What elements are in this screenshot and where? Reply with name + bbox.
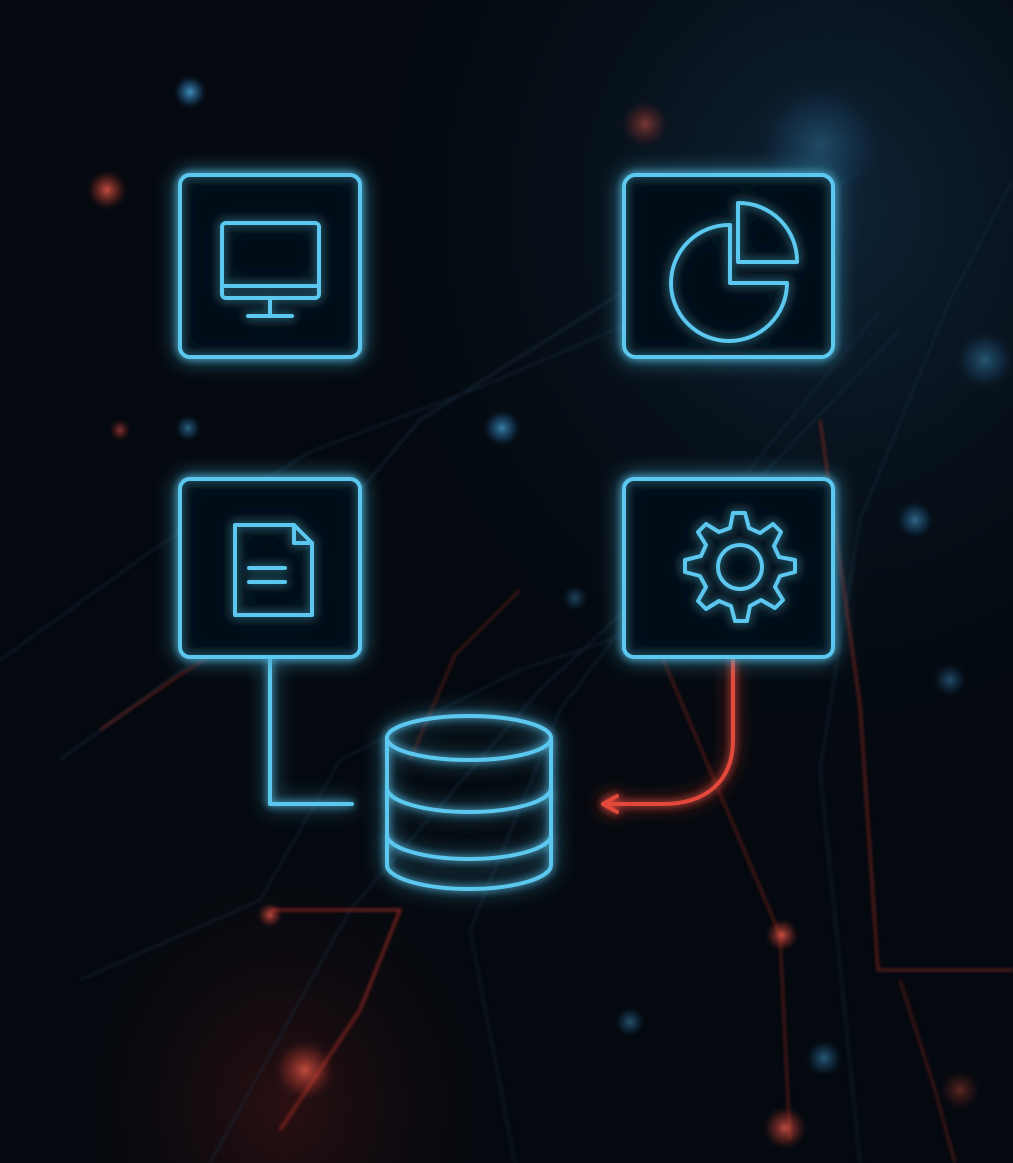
circuit-line-blue-6	[468, 309, 881, 1163]
document-fold	[292, 523, 314, 545]
light-dot-blue	[953, 328, 1013, 392]
bokeh-lights	[85, 74, 1013, 1152]
light-dot-blue	[895, 500, 935, 540]
light-dot-red	[271, 1036, 339, 1104]
light-dot-blue	[174, 414, 202, 442]
document-outline	[233, 523, 314, 617]
circuit-line-blue-4	[209, 329, 901, 1163]
pie-chart-icon	[669, 200, 800, 343]
light-dot-red	[85, 168, 129, 212]
pie-chart-main-slice	[669, 222, 789, 343]
light-dot-red	[938, 1068, 982, 1112]
node-box	[178, 173, 362, 359]
light-dot-blue	[561, 584, 589, 612]
diagram-layer	[178, 173, 835, 891]
database-ring	[385, 833, 553, 861]
pie-chart-highlight-slice	[736, 200, 800, 264]
gear-icon	[683, 511, 797, 623]
gear-center	[716, 543, 764, 591]
circuit-line-blue-5	[818, 179, 1013, 1163]
database-ring	[385, 786, 553, 814]
light-dot-red	[619, 98, 671, 150]
circuit-line-blue-3	[79, 589, 761, 981]
light-dot-blue	[614, 1006, 646, 1038]
node-chart	[622, 173, 835, 359]
edge-settings-to-database	[601, 655, 735, 814]
database-body	[385, 736, 553, 891]
light-dot-red	[764, 917, 800, 953]
gear-outline	[683, 511, 797, 623]
light-dot-red	[256, 901, 284, 929]
connector-arrow-red	[601, 655, 735, 814]
edge-document-to-database	[268, 655, 354, 806]
light-dot-blue	[482, 408, 522, 448]
circuit-line-red-4	[819, 419, 1013, 971]
light-dot-blue	[932, 662, 968, 698]
light-dot-blue	[804, 1038, 844, 1078]
circuit-line-red-6	[899, 979, 956, 1163]
connector-line	[268, 655, 354, 806]
light-dot-red	[761, 1104, 809, 1152]
database-icon	[385, 714, 553, 891]
light-dot-red	[108, 418, 132, 442]
light-dot-blue	[172, 74, 208, 110]
circuit-line-red-5	[409, 589, 521, 761]
monitor-icon	[220, 221, 321, 318]
document-icon	[233, 523, 314, 617]
node-database	[385, 714, 553, 891]
node-document	[178, 477, 362, 659]
node-box	[622, 477, 835, 659]
node-settings	[622, 477, 835, 659]
node-monitor	[178, 173, 362, 359]
